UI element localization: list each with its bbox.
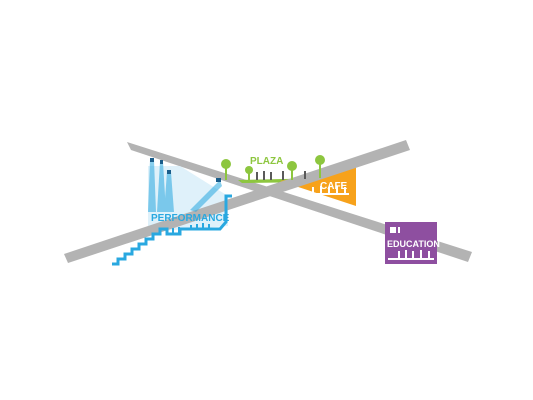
person-icon	[256, 171, 306, 180]
spotlight-beams	[148, 160, 222, 212]
person-icon	[172, 223, 210, 234]
bench-icon	[309, 186, 349, 195]
education-label: EDUCATION	[387, 239, 440, 249]
spotlight-icon	[150, 158, 221, 182]
stair-icon	[112, 194, 232, 266]
cafe-zone	[280, 167, 356, 206]
beam-ascending	[64, 140, 410, 263]
performance-label: PERFORMANCE	[151, 213, 230, 224]
person-icon	[388, 227, 434, 260]
plaza-label: PLAZA	[250, 156, 283, 167]
cafe-label: CAFE	[320, 181, 348, 192]
tree-icon	[221, 155, 325, 181]
